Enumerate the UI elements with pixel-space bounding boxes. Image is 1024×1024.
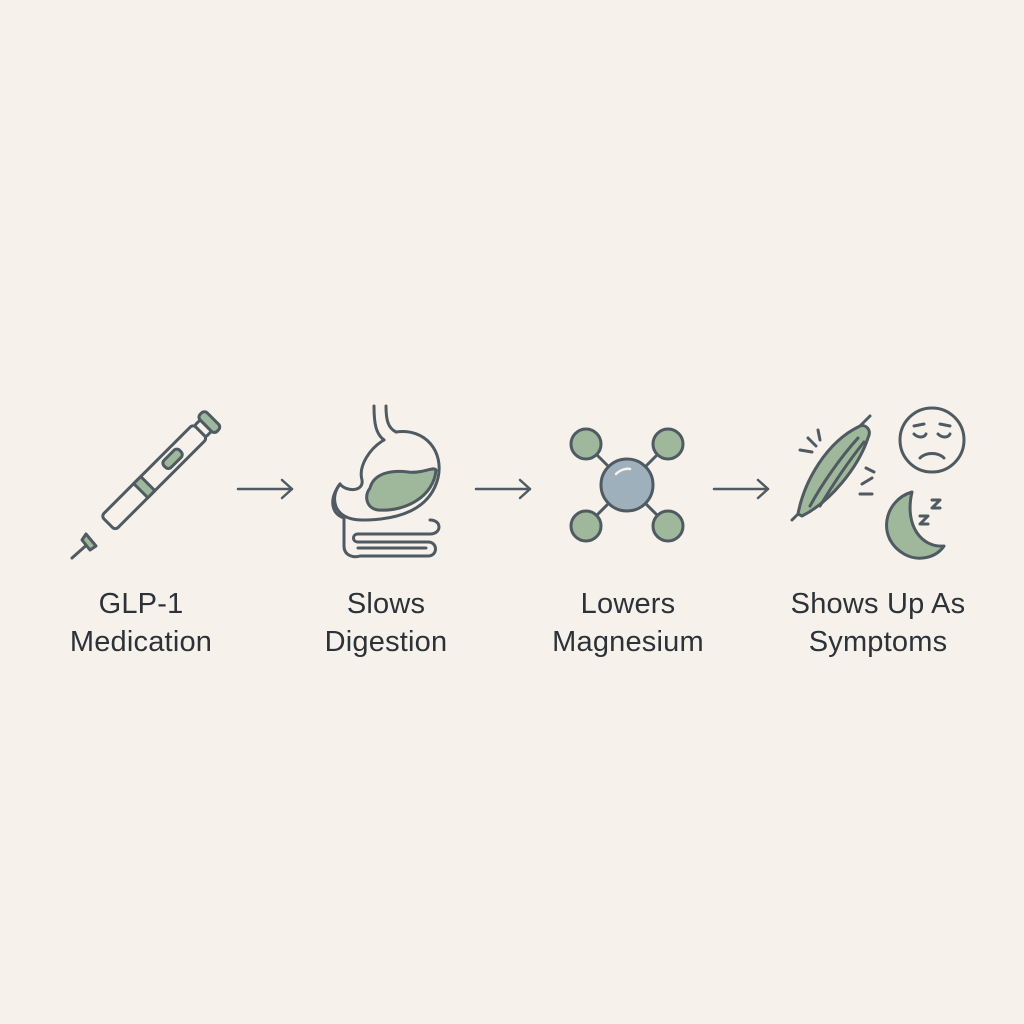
pen-injector-icon — [60, 400, 230, 570]
symptoms-icon — [786, 402, 972, 570]
arrow-right-icon — [712, 477, 772, 501]
step-label-digestion: Slows Digestion — [266, 585, 506, 661]
step-label-line1: Shows Up As — [790, 588, 966, 620]
step-label-line2: Magnesium — [552, 626, 704, 658]
step-label-medication: GLP-1 Medication — [21, 585, 261, 661]
step-label-line1: GLP-1 — [98, 588, 184, 620]
moon-sleep-icon — [885, 490, 946, 560]
arrow-right-icon — [236, 477, 296, 501]
step-label-symptoms: Shows Up As Symptoms — [758, 585, 998, 661]
step-label-line2: Digestion — [324, 626, 448, 658]
stomach-icon — [318, 400, 458, 570]
sad-face-icon — [898, 406, 966, 474]
molecule-icon — [560, 418, 694, 552]
step-label-line1: Slows — [346, 588, 426, 620]
step-label-magnesium: Lowers Magnesium — [508, 585, 748, 661]
step-label-line2: Medication — [69, 626, 213, 658]
step-label-line1: Lowers — [580, 588, 676, 620]
muscle-cramp-icon — [790, 414, 876, 522]
step-label-line2: Symptoms — [808, 626, 948, 658]
arrow-right-icon — [474, 477, 534, 501]
